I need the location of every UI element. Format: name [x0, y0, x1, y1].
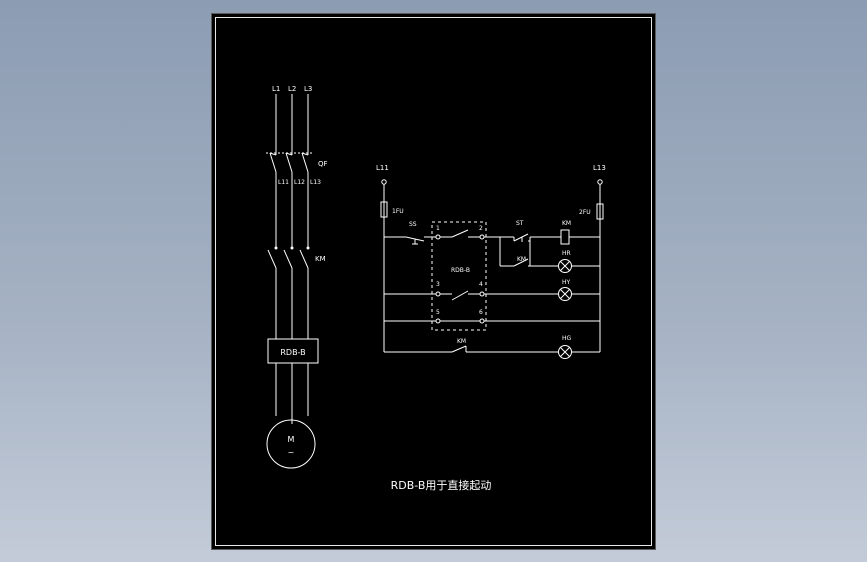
phase-lines-middle: [275, 172, 309, 248]
phase-l1-label: L1: [272, 85, 280, 93]
left-supply-terminal: [381, 179, 387, 185]
relay-rdb-b-contact-box-label: RDB-B: [451, 267, 470, 274]
control-right-supply-label: L13: [593, 164, 606, 172]
breaker-output-l12: L12: [294, 179, 305, 186]
drawing-sheet: [211, 13, 656, 550]
fuse-2fu: [596, 203, 604, 220]
relay-rdb-b-box: [267, 338, 319, 364]
relay-terminal-5: 5: [436, 309, 440, 316]
relay-terminal-1: 1: [436, 225, 440, 232]
breaker-qf-label: QF: [318, 160, 328, 168]
motor-label: M: [288, 435, 295, 444]
motor-leads: [275, 363, 309, 424]
breaker-qf-contacts: [266, 152, 312, 173]
breaker-output-l13: L13: [310, 179, 321, 186]
relay-terminal-3: 3: [436, 281, 440, 288]
right-supply-terminal: [597, 179, 603, 185]
contactor-km-label: KM: [315, 255, 326, 263]
lamp-hg-label: HG: [562, 335, 572, 342]
relay-contact-1-2: [440, 229, 480, 238]
breaker-output-l11: L11: [278, 179, 289, 186]
stop-button-ss-label: SS: [409, 221, 417, 228]
motor-symbol: [266, 419, 316, 469]
km-nc-contact-label: KM: [457, 338, 466, 345]
start-button-st-label: ST: [516, 220, 524, 227]
fuse-1fu-label: 1FU: [392, 208, 404, 215]
relay-rdb-b-contact-box: [431, 221, 487, 331]
control-left-supply-label: L11: [376, 164, 389, 172]
phase-lines-upper: [275, 94, 309, 155]
phase-l2-label: L2: [288, 85, 296, 93]
km-aux-contact: [513, 258, 529, 267]
motor-ac-symbol: ~: [288, 448, 295, 457]
km-nc-contact: [451, 345, 467, 353]
relay-terminal-6: 6: [479, 309, 483, 316]
contactor-km-coil: [560, 229, 570, 245]
lamp-hg: [558, 345, 572, 359]
km-aux-contact-label: KM: [517, 256, 526, 263]
start-button-st: [513, 233, 530, 242]
fuse-1fu: [380, 201, 388, 218]
phase-lines-lower: [275, 268, 309, 339]
lamp-hr-label: HR: [562, 250, 571, 257]
relay-terminal-2: 2: [479, 225, 483, 232]
phase-l3-label: L3: [304, 85, 312, 93]
relay-terminal-4: 4: [479, 281, 483, 288]
contactor-km-coil-label: KM: [562, 220, 571, 227]
relay-contact-3-4: [440, 290, 480, 301]
diagram-title: RDB-B用于直接起动: [391, 478, 492, 492]
relay-rdb-b-label: RDB-B: [280, 348, 305, 357]
lamp-hy: [558, 287, 572, 301]
contactor-km-main-contacts: [267, 246, 310, 269]
control-circuit: L11 L13 1FU 2FU SS: [376, 164, 606, 359]
stop-button-ss: [405, 236, 425, 245]
lamp-hy-label: HY: [562, 279, 571, 286]
main-circuit: L1 L2 L3 QF L11 L12 L13: [266, 85, 328, 469]
lamp-hr: [558, 259, 572, 273]
fuse-2fu-label: 2FU: [579, 209, 591, 216]
drawing-frame: [215, 17, 652, 546]
